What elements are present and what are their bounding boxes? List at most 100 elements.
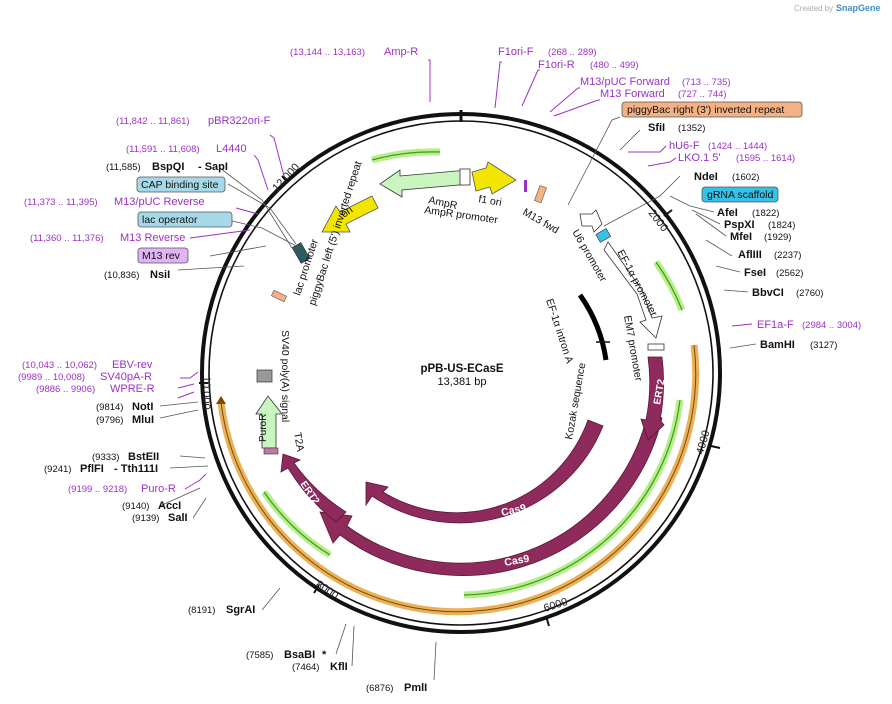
site-extra: - SapI [198, 161, 228, 173]
ef1a-intron-label: EF-1α intron A [543, 297, 575, 365]
site-coord: (6876) [366, 683, 393, 694]
primer-name: Puro-R [141, 483, 176, 495]
site-name: SfiI [648, 122, 665, 134]
ert2-arrow-left [280, 453, 347, 523]
m13-fwd-box [534, 185, 547, 204]
sv40-box [256, 369, 273, 383]
orf-green-line-1 [655, 261, 683, 311]
orf-orange-line [220, 344, 697, 613]
m13-fwd-primer-mark [524, 180, 527, 192]
primer-coord: (11,360 .. 11,376) [30, 233, 104, 244]
primer-coord: (9886 .. 9906) [36, 384, 95, 395]
primer-name: EBV-rev [112, 359, 153, 371]
site-name: SalI [168, 512, 188, 524]
site-leaders [159, 116, 757, 681]
primer-coord: (1595 .. 1614) [736, 153, 795, 164]
primer-coord: (11,373 .. 11,395) [24, 197, 98, 208]
primer-name: M13 Reverse [120, 232, 185, 244]
site-name: BspQI [152, 161, 184, 173]
site-name: SgrAI [226, 604, 255, 616]
site-name: PmlI [404, 682, 427, 694]
t2a-label: T2A [291, 431, 306, 452]
primer-coord: (268 .. 289) [548, 47, 597, 58]
primer-name: L4440 [216, 143, 247, 155]
site-coord: (7585) [246, 650, 273, 661]
site-coord: (1824) [768, 220, 795, 231]
piggybac-left-right-label: piggyBac left (5') inverted repeat [306, 160, 364, 307]
orf-orange-arrowhead [216, 396, 226, 404]
primer-name: Amp-R [384, 46, 418, 58]
site-name: PspXI [724, 219, 755, 231]
primer-name: M13/pUC Forward [580, 76, 670, 88]
site-coord: (1929) [764, 232, 791, 243]
site-coord: (2760) [796, 288, 823, 299]
primer-name: LKO.1 5' [678, 152, 720, 164]
site-coord: (9241) [44, 464, 71, 475]
ert2-arrow-right [640, 356, 665, 441]
puror-label: PuroR [258, 414, 269, 442]
primer-coord: (10,043 .. 10,062) [22, 360, 97, 371]
orf-green-line-3 [263, 491, 331, 556]
site-coord: (2237) [774, 250, 801, 261]
em7-label: EM7 promoter [621, 314, 644, 382]
primer-labels: (13,144 .. 13,163) Amp-R F1ori-F (268 ..… [18, 46, 861, 495]
ampr-promoter-box [459, 168, 471, 186]
site-coord: (11,585) [106, 162, 141, 173]
primer-name: F1ori-R [538, 59, 575, 71]
site-coord: (7464) [292, 662, 319, 673]
ori-label: ori [339, 204, 355, 221]
site-name: AflIII [738, 249, 762, 261]
site-coord: (9814) [96, 402, 123, 413]
site-name: BsaBI [284, 649, 315, 661]
primer-name: SV40pA-R [100, 371, 152, 383]
primer-coord: (11,842 .. 11,861) [116, 116, 190, 127]
site-coord: (9140) [122, 501, 149, 512]
site-name: FseI [744, 267, 766, 279]
created-by-label: Created by [794, 4, 833, 13]
f1-ori-label: f1 ori [477, 193, 502, 209]
site-name: AfeI [717, 207, 738, 219]
site-name: NsiI [150, 269, 170, 281]
site-name: PflFI [80, 463, 104, 475]
primer-coord: (9199 .. 9218) [68, 484, 127, 495]
ert2-label-right: ERT2 [652, 378, 667, 406]
site-coord: (3127) [810, 340, 837, 351]
site-coord: (2562) [776, 268, 803, 279]
ef1a-intron-bar [577, 293, 609, 361]
orf-green-line-4 [371, 151, 441, 161]
site-extra: * [322, 649, 327, 661]
primer-name: M13 Forward [600, 88, 665, 100]
primer-name: WPRE-R [110, 383, 155, 395]
plasmid-name: pPB-US-ECasE [420, 363, 503, 375]
cas9-label-outer: Cas9 [503, 553, 530, 569]
primer-coord: (727 .. 744) [678, 89, 727, 100]
ampr-promoter-label: AmpR promoter [424, 204, 500, 226]
site-name: MluI [132, 414, 154, 426]
u6-promoter-arrow [579, 209, 603, 233]
m13-rev-tag [137, 247, 189, 264]
lac-operator-label: lac operator [142, 214, 198, 226]
f1-ori-arrow [471, 161, 517, 195]
primer-coord: (2984 .. 3004) [802, 320, 861, 331]
site-coord: (1822) [752, 208, 779, 219]
primer-name: EF1a-F [757, 319, 794, 331]
site-name: BamHI [760, 339, 795, 351]
piggybac-right-box [621, 101, 803, 118]
site-name: NdeI [694, 171, 718, 183]
tick-label: 2000 [646, 207, 671, 234]
sv40-label: SV40 poly(A) signal [279, 330, 291, 422]
site-extra: - Tth111I [114, 463, 158, 475]
site-coord: (9333) [92, 452, 119, 463]
piggybac-right-label: piggyBac right (3') inverted repeat [627, 104, 784, 116]
cap-binding-tag [136, 176, 226, 193]
ef1a-promoter-arrow [603, 241, 663, 339]
orf-green-arc-1 [653, 259, 686, 312]
em7-box [647, 343, 665, 351]
site-coord: (10,836) [104, 270, 139, 281]
m13-rev-label: M13 rev [142, 250, 181, 262]
snapgene-logo: SnapGene [836, 3, 881, 13]
primer-coord: (480 .. 499) [590, 60, 639, 71]
puror-arrow [255, 395, 283, 449]
primer-coord: (9989 .. 10,008) [18, 372, 85, 383]
